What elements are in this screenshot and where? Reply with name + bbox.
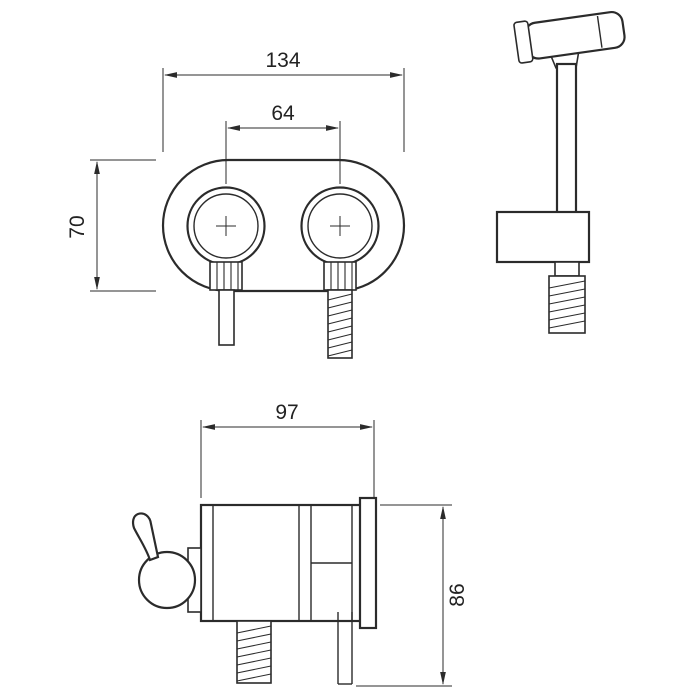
left-knurled-collar [209,261,243,291]
right-knurled-collar [323,261,357,291]
handle-hub-circle [137,550,197,610]
left-supply-pipe [218,289,235,346]
hand-sprayer-view [495,10,626,334]
right-knob-inner-circle [307,193,373,259]
threaded-outlet [236,620,272,684]
dimension-body-width: 97 [200,401,375,498]
plain-outlet-pipe [337,612,353,685]
dimension-plate-width: 134 [162,49,405,152]
left-knob [186,186,266,266]
dim-plate-width-label: 134 [265,49,300,72]
dim-plate-height-label: 70 [66,215,89,238]
hose-nut [554,261,580,277]
collar-body [323,261,357,291]
hose-body [548,275,586,334]
mixer-body-view: 97 [131,401,469,687]
flexible-hose [548,275,586,334]
rear-flange-plate [358,496,378,630]
dimension-plate-height: 70 [66,159,156,292]
sprayer-head-body [524,10,626,60]
handle-lever-arm [131,512,160,562]
outlet-body [236,620,272,684]
dimension-body-height: 86 [356,504,469,687]
head-cap-seam [596,15,603,48]
dim-knob-spacing-label: 64 [271,102,295,125]
thread-hatching [327,293,353,357]
lever-handle [131,512,202,613]
thread-hatching [236,625,272,682]
front-view: 134 64 70 [66,49,406,359]
sprayer-handle [555,62,578,216]
hose-spiral-hatching [548,280,586,329]
sprayer-head [513,10,626,64]
screw-body [327,289,353,359]
left-knob-inner-circle [193,193,259,259]
dim-body-height-label: 86 [446,583,469,606]
sprayer-face-cap [513,20,534,64]
right-threaded-screw [327,289,353,359]
escutcheon-plate-outline [161,158,406,293]
dim-body-width-label: 97 [275,401,298,424]
wall-holder-bracket [495,210,591,264]
dimension-knob-spacing: 64 [225,102,341,184]
collar-body [209,261,243,291]
right-knob [300,186,380,266]
